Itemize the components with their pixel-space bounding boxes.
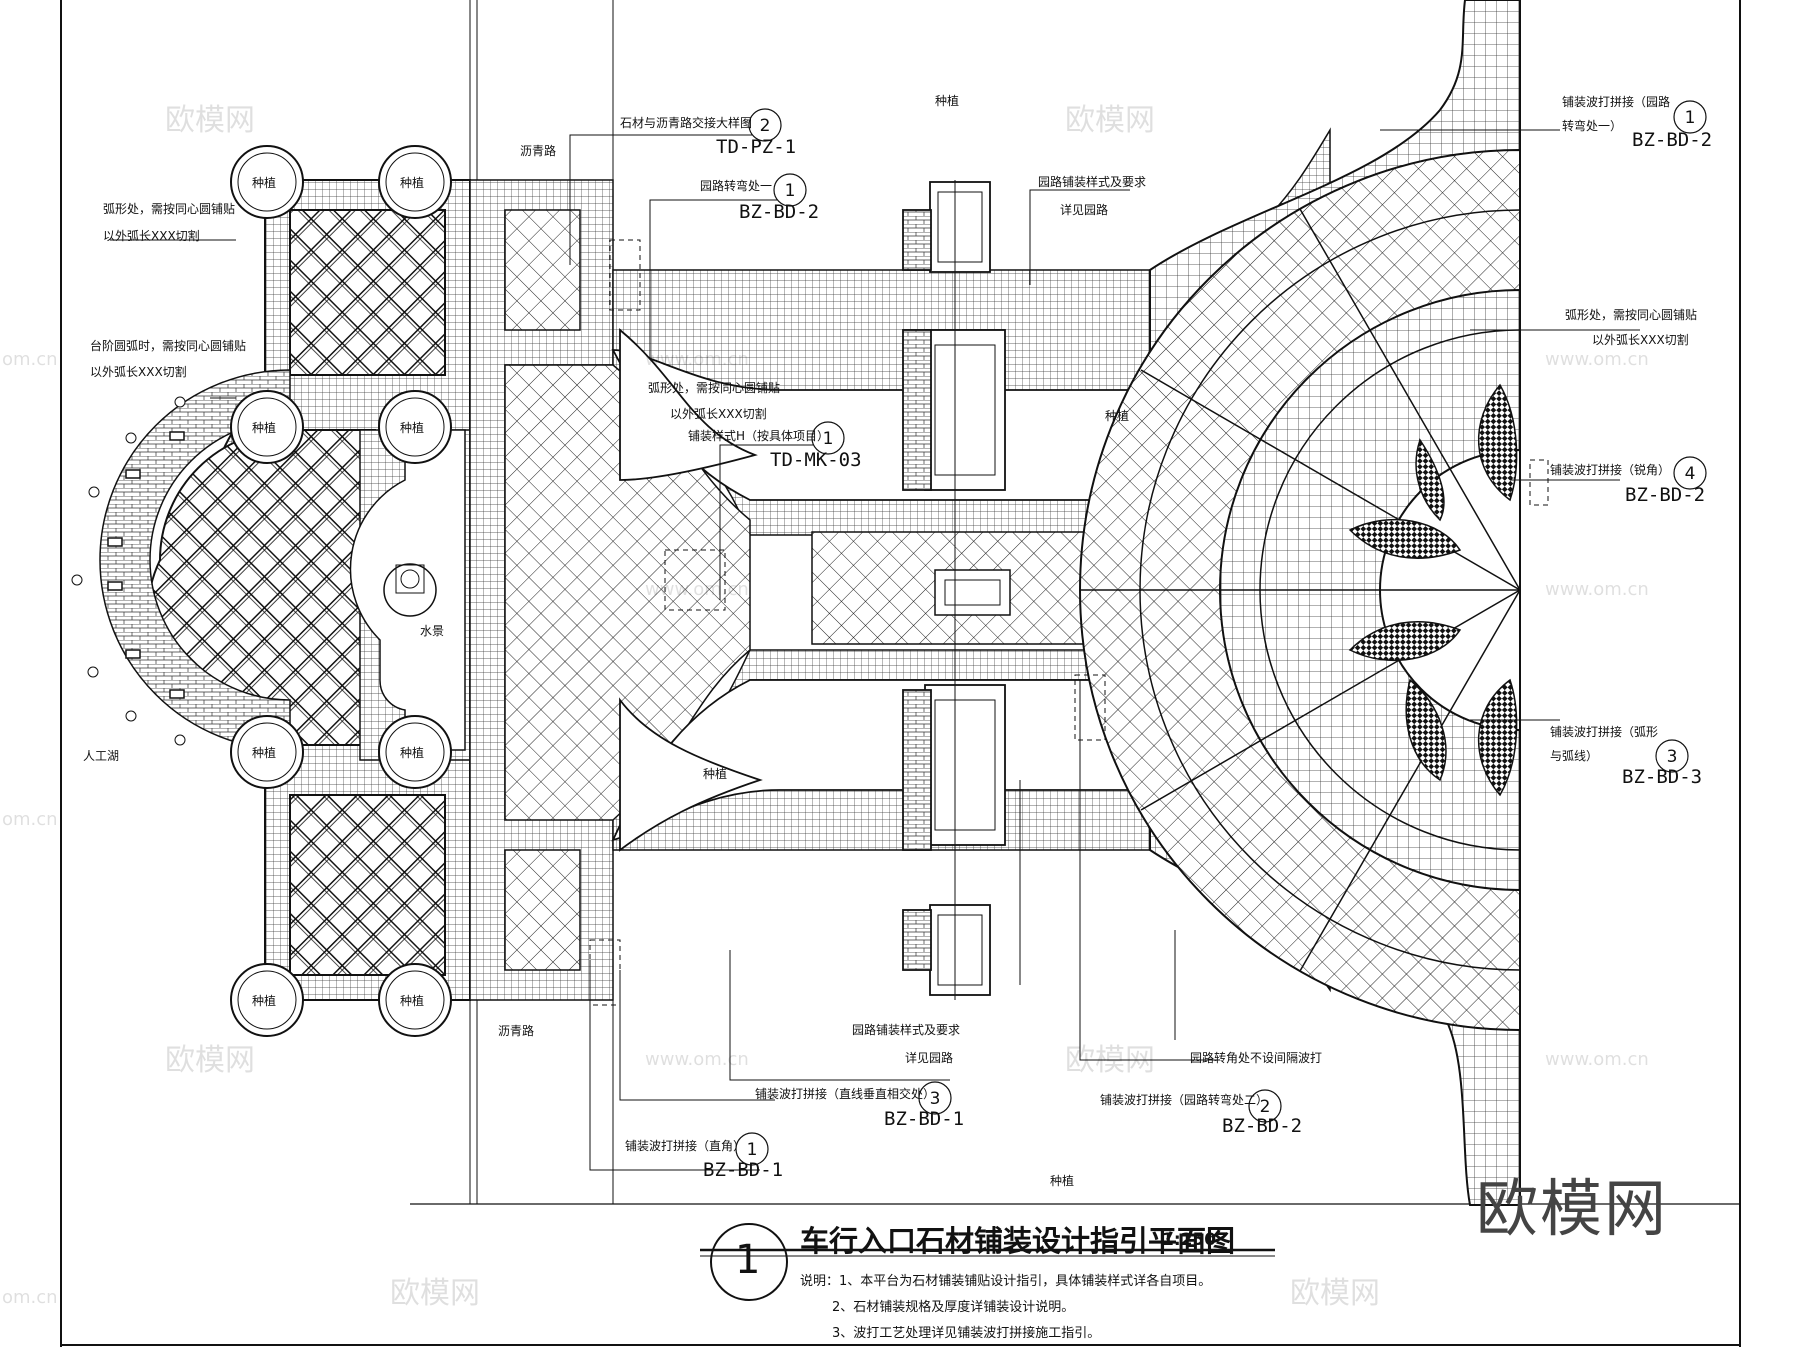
svg-text:www.om.cn: www.om.cn bbox=[645, 579, 749, 600]
svg-text:www.om.cn: www.om.cn bbox=[1545, 349, 1649, 370]
svg-text:铺装波打拼接（锐角）: 铺装波打拼接（锐角） bbox=[1550, 462, 1670, 477]
svg-text:铺装波打拼接（直线垂直相交处）: 铺装波打拼接（直线垂直相交处） bbox=[755, 1086, 935, 1101]
left-court bbox=[71, 179, 471, 1001]
svg-text:BZ-BD-2: BZ-BD-2 bbox=[739, 201, 819, 223]
svg-text:以外弧长XXX切割: 以外弧长XXX切割 bbox=[670, 406, 767, 421]
planting-label: 种植 bbox=[252, 420, 276, 435]
svg-text:种植: 种植 bbox=[935, 93, 959, 108]
svg-text:BZ-BD-3: BZ-BD-3 bbox=[1622, 766, 1702, 788]
drawing-number: 1 bbox=[735, 1237, 761, 1283]
watermarks: 欧模网 欧模网 欧模网 欧模网 欧模网 欧模网 www.om.cn www.om… bbox=[2, 103, 1649, 1311]
svg-text:www.om.cn: www.om.cn bbox=[645, 349, 749, 370]
svg-text:3: 3 bbox=[1667, 747, 1678, 767]
svg-text:BZ-BD-2: BZ-BD-2 bbox=[1625, 484, 1705, 506]
svg-text:园路转弯处一: 园路转弯处一 bbox=[700, 178, 772, 193]
svg-text:以外弧长XXX切割: 以外弧长XXX切割 bbox=[103, 228, 200, 243]
svg-text:铺装样式H（按具体项目）: 铺装样式H（按具体项目） bbox=[688, 428, 829, 443]
svg-text:BZ-BD-2: BZ-BD-2 bbox=[1632, 129, 1712, 151]
title-number-bubble bbox=[700, 1223, 1275, 1301]
callout-circles bbox=[735, 100, 1707, 1166]
svg-text:园路铺装样式及要求: 园路铺装样式及要求 bbox=[852, 1022, 960, 1037]
svg-text:详见园路: 详见园路 bbox=[905, 1050, 953, 1065]
guard-houses bbox=[902, 180, 1006, 1000]
planting-label: 种植 bbox=[252, 745, 276, 760]
svg-text:TD-MK-03: TD-MK-03 bbox=[770, 449, 862, 471]
note-line-3: 3、波打工艺处理详见铺装波打拼接施工指引。 bbox=[832, 1326, 1101, 1341]
brand-watermark: 欧模网 bbox=[1476, 1172, 1669, 1245]
planting-label: 种植 bbox=[400, 745, 424, 760]
note-line-1: 说明：1、本平台为石材铺装铺贴设计指引，具体铺装样式详各自项目。 bbox=[800, 1274, 1212, 1289]
svg-text:种植: 种植 bbox=[703, 766, 727, 781]
area-labels: 种植 种植 种植 种植 沥青路 沥青路 水景 人工湖 bbox=[83, 93, 1129, 1188]
planting-label: 种植 bbox=[252, 175, 276, 190]
svg-text:铺装波打拼接（弧形: 铺装波打拼接（弧形 bbox=[1550, 724, 1658, 739]
svg-text:1: 1 bbox=[785, 181, 796, 201]
svg-text:沥青路: 沥青路 bbox=[498, 1023, 534, 1038]
svg-text:TD-PZ-1: TD-PZ-1 bbox=[716, 136, 796, 158]
svg-text:3: 3 bbox=[930, 1089, 941, 1109]
svg-text:种植: 种植 bbox=[1105, 408, 1129, 423]
svg-text:www.om.cn: www.om.cn bbox=[645, 1049, 749, 1070]
planting-label: 种植 bbox=[400, 175, 424, 190]
leader-lines bbox=[110, 129, 1640, 1171]
svg-text:www.om.cn: www.om.cn bbox=[1545, 1049, 1649, 1070]
note-line-2: 2、石材铺装规格及厚度详铺装设计说明。 bbox=[832, 1300, 1075, 1315]
svg-text:欧模网: 欧模网 bbox=[1065, 103, 1155, 138]
callout-numbers: 2 1 1 1 4 3 3 2 1 bbox=[747, 108, 1696, 1160]
svg-text:人工湖: 人工湖 bbox=[83, 748, 119, 763]
svg-text:园路转角处不设间隔波打: 园路转角处不设间隔波打 bbox=[1190, 1050, 1322, 1065]
right-circular-plaza bbox=[1078, 0, 1521, 1206]
svg-text:铺装波打拼接（园路: 铺装波打拼接（园路 bbox=[1562, 94, 1670, 109]
svg-text:详见园路: 详见园路 bbox=[1060, 202, 1108, 217]
svg-text:欧模网: 欧模网 bbox=[165, 1043, 255, 1078]
svg-text:弧形处，需按同心圆铺贴: 弧形处，需按同心圆铺贴 bbox=[1565, 308, 1697, 322]
svg-text:弧形处，需按同心圆铺贴: 弧形处，需按同心圆铺贴 bbox=[103, 202, 235, 216]
planting-label: 种植 bbox=[400, 993, 424, 1008]
svg-text:以外弧长XXX切割: 以外弧长XXX切割 bbox=[1592, 332, 1689, 347]
svg-text:石材与沥青路交接大样图: 石材与沥青路交接大样图 bbox=[620, 115, 752, 130]
svg-text:欧模网: 欧模网 bbox=[165, 103, 255, 138]
callout-codes: TD-PZ-1 BZ-BD-2 TD-MK-03 BZ-BD-2 BZ-BD-2… bbox=[703, 129, 1712, 1181]
svg-text:om.cn: om.cn bbox=[2, 349, 58, 370]
drawing-title: 车行入口石材铺装设计指引平面图 bbox=[800, 1224, 1236, 1258]
svg-text:沥青路: 沥青路 bbox=[520, 143, 556, 158]
drawing-scale: 1:250 bbox=[1162, 1230, 1217, 1250]
svg-text:与弧线）: 与弧线） bbox=[1550, 749, 1598, 763]
svg-text:2: 2 bbox=[760, 116, 771, 136]
svg-text:弧形处，需按同心圆铺贴: 弧形处，需按同心圆铺贴 bbox=[648, 381, 780, 395]
svg-text:台阶圆弧时，需按同心圆铺贴: 台阶圆弧时，需按同心圆铺贴 bbox=[90, 338, 246, 353]
planting-circles: 种植 种植 种植 种植 种植 种植 种植 种植 bbox=[230, 145, 452, 1037]
svg-text:BZ-BD-1: BZ-BD-1 bbox=[884, 1108, 964, 1130]
svg-text:水景: 水景 bbox=[420, 624, 444, 638]
svg-text:铺装波打拼接（园路转弯处二）: 铺装波打拼接（园路转弯处二） bbox=[1100, 1092, 1268, 1107]
svg-text:铺装波打拼接（直角）: 铺装波打拼接（直角） bbox=[625, 1138, 745, 1153]
svg-text:om.cn: om.cn bbox=[2, 809, 58, 830]
svg-text:欧模网: 欧模网 bbox=[1290, 1276, 1380, 1311]
svg-text:4: 4 bbox=[1685, 464, 1696, 484]
svg-text:om.cn: om.cn bbox=[2, 1287, 58, 1308]
callout-texts: 石材与沥青路交接大样图 园路转弯处一 园路铺装样式及要求 详见园路 弧形处，需按… bbox=[90, 94, 1697, 1153]
svg-text:1: 1 bbox=[823, 429, 834, 449]
svg-text:转弯处一）: 转弯处一） bbox=[1562, 118, 1622, 133]
svg-text:BZ-BD-1: BZ-BD-1 bbox=[703, 1159, 783, 1181]
svg-text:欧模网: 欧模网 bbox=[1065, 1043, 1155, 1078]
svg-text:1: 1 bbox=[1685, 108, 1696, 128]
svg-text:www.om.cn: www.om.cn bbox=[1545, 579, 1649, 600]
svg-text:欧模网: 欧模网 bbox=[390, 1276, 480, 1311]
svg-text:2: 2 bbox=[1260, 1097, 1271, 1117]
svg-text:1: 1 bbox=[747, 1140, 758, 1160]
svg-text:园路铺装样式及要求: 园路铺装样式及要求 bbox=[1038, 174, 1146, 189]
svg-text:BZ-BD-2: BZ-BD-2 bbox=[1222, 1115, 1302, 1137]
svg-text:以外弧长XXX切割: 以外弧长XXX切割 bbox=[90, 364, 187, 379]
planting-label: 种植 bbox=[252, 993, 276, 1008]
planting-label: 种植 bbox=[400, 420, 424, 435]
svg-text:种植: 种植 bbox=[1050, 1173, 1074, 1188]
